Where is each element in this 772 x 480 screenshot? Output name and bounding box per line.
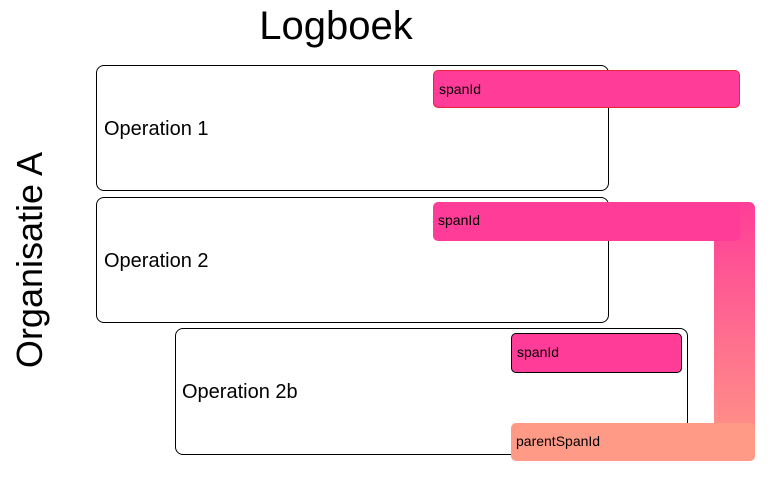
operation-2-label: Operation 2: [104, 250, 209, 272]
operation-1-span-id: spanId: [433, 70, 740, 108]
operation-2b-span-id: spanId: [511, 333, 682, 373]
span-link-connector: [714, 202, 755, 461]
operation-2-span-id: spanId: [433, 202, 740, 241]
operation-2b-parent-span-id: parentSpanId: [511, 423, 755, 461]
organisation-label: Organisatie A: [9, 151, 50, 369]
diagram-title: Logboek: [259, 4, 413, 48]
operation-1-label: Operation 1: [104, 118, 209, 140]
operation-2b-label: Operation 2b: [182, 381, 298, 403]
